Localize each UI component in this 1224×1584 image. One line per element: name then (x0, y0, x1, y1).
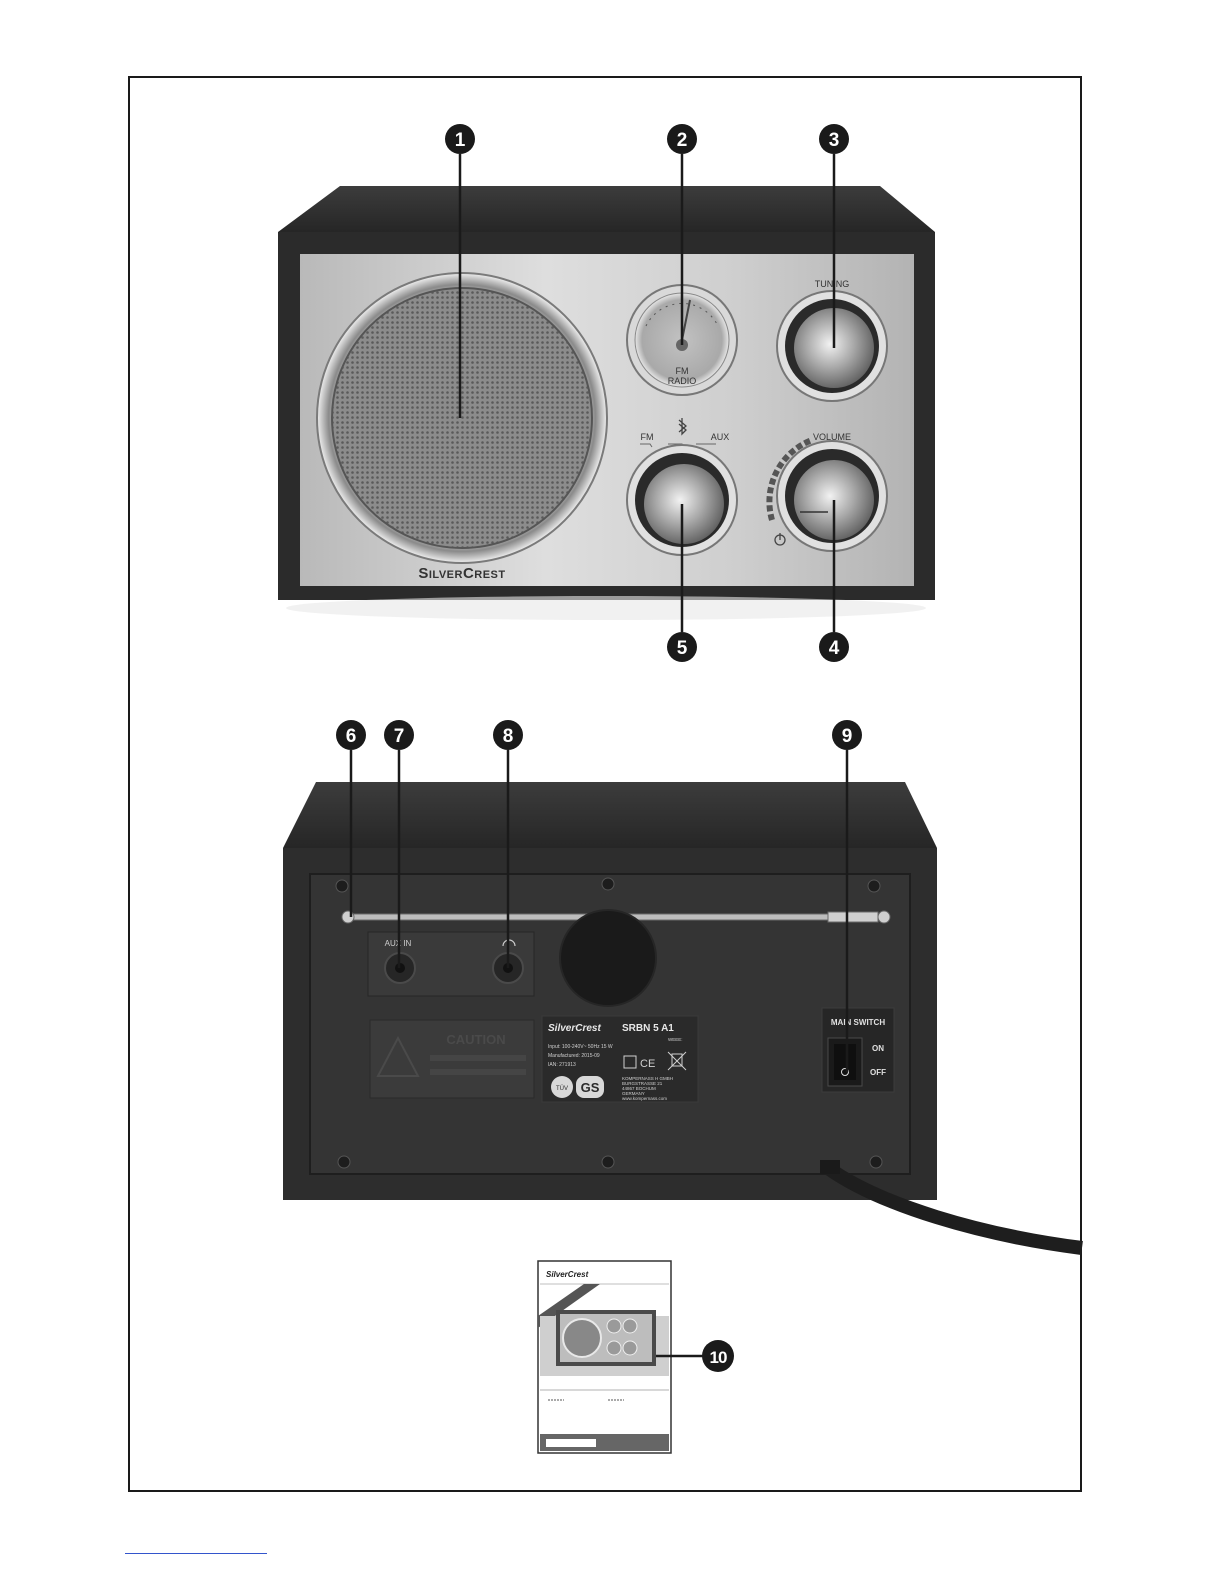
dial-band-label: FM (676, 366, 689, 376)
mode-aux-label: AUX (711, 432, 730, 442)
dial-radio-label: RADIO (668, 376, 697, 386)
svg-text:5: 5 (677, 638, 688, 659)
rating-input: Input: 100-240V~ 50Hz 15 W (548, 1044, 613, 1050)
rating-manufactured: Manufactured: 2015-09 (548, 1053, 600, 1059)
svg-text:6: 6 (346, 726, 357, 747)
rating-ian: IAN: 271913 (548, 1062, 576, 1068)
rating-brand: SilverCrest (548, 1023, 601, 1034)
svg-text:10: 10 (710, 1348, 727, 1367)
main-switch[interactable] (828, 1038, 862, 1086)
main-switch-label: MAIN SWITCH (831, 1018, 885, 1027)
bass-reflex-port (560, 910, 656, 1006)
mode-fm-label: FM (641, 432, 654, 442)
rating-model: SRBN 5 A1 (622, 1023, 674, 1034)
tuning-label: TUNING (815, 279, 850, 289)
callout-10: 10 (702, 1340, 734, 1372)
manual-brand: SilverCrest (546, 1270, 589, 1279)
tuning-knob[interactable] (777, 291, 887, 401)
callout-3: 3 (819, 124, 849, 154)
callout-8: 8 (493, 720, 523, 750)
on-label: ON (872, 1044, 884, 1053)
svg-text:8: 8 (503, 726, 514, 747)
front-brand-logo: SilverCrest (418, 565, 505, 582)
callout-7: 7 (384, 720, 414, 750)
rating-weee: WEEE: (668, 1037, 683, 1042)
back-view: AUX IN CAUTION SilverCrest SRBN 5 A1 I (283, 782, 1082, 1248)
rating-label: SilverCrest SRBN 5 A1 Input: 100-240V~ 5… (542, 1016, 698, 1102)
svg-text:2: 2 (677, 130, 688, 151)
svg-text:TÜV: TÜV (556, 1085, 568, 1092)
back-cabinet-top (283, 782, 937, 848)
svg-text:GS: GS (581, 1080, 600, 1095)
svg-text:3: 3 (829, 130, 840, 151)
callout-5: 5 (667, 632, 697, 662)
ce-mark: CE (640, 1058, 655, 1070)
speaker-grille (317, 273, 607, 563)
off-label: OFF (870, 1068, 886, 1077)
callout-9: 9 (832, 720, 862, 750)
operating-manual: SilverCrest (538, 1261, 671, 1453)
svg-text:1: 1 (455, 130, 466, 151)
cabinet-top (278, 186, 935, 232)
warning-label: CAUTION (370, 1020, 534, 1098)
svg-text:7: 7 (394, 726, 405, 747)
svg-text:CAUTION: CAUTION (446, 1032, 505, 1047)
footer-link-line[interactable] (125, 1553, 267, 1554)
svg-text:www.kompernass.com: www.kompernass.com (622, 1096, 667, 1101)
svg-text:9: 9 (842, 726, 853, 747)
svg-text:4: 4 (829, 638, 840, 659)
callout-4: 4 (819, 632, 849, 662)
callout-6: 6 (336, 720, 366, 750)
callout-1: 1 (445, 124, 475, 154)
volume-knob[interactable] (777, 441, 887, 551)
front-view: FM RADIO TUNING FM AUX VOLUME (278, 186, 935, 620)
callout-2: 2 (667, 124, 697, 154)
